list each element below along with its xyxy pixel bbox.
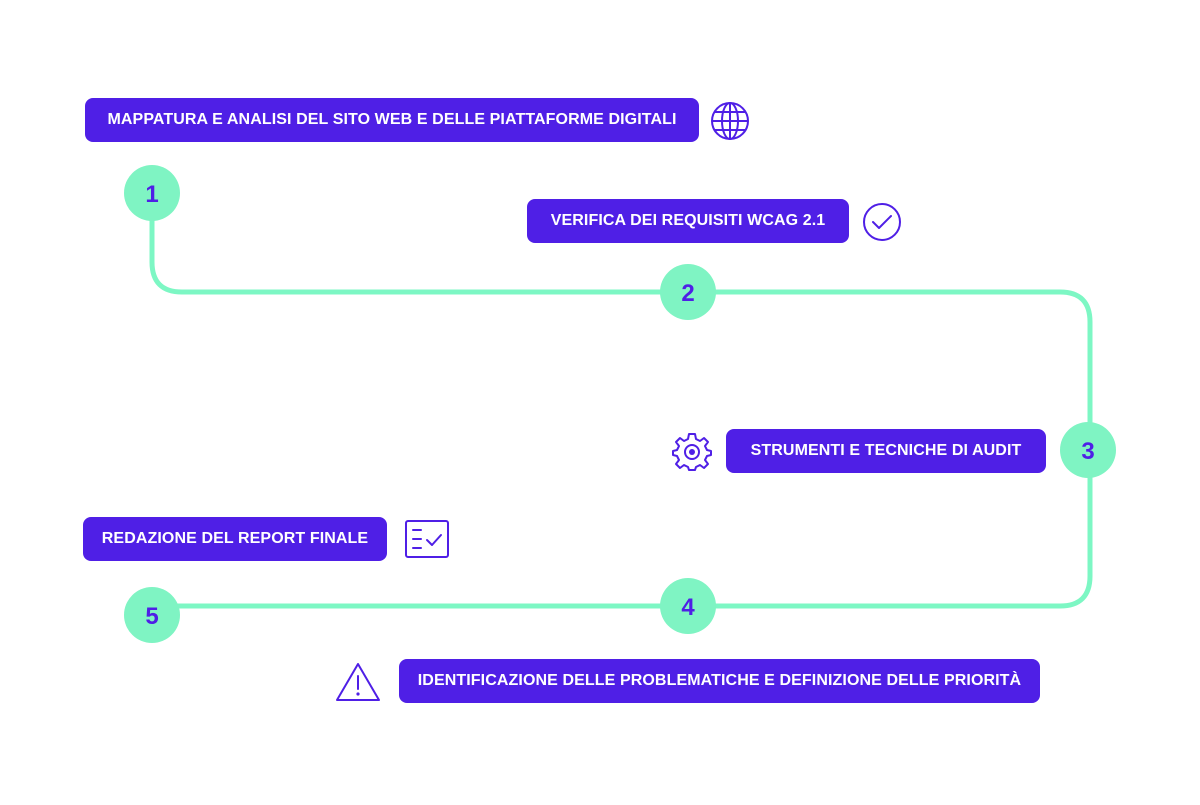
step-node-4: 4: [660, 578, 716, 634]
checklist-icon: [405, 520, 449, 558]
step-node-2-circle: [660, 264, 716, 320]
step-node-4-circle: [660, 578, 716, 634]
step-label-1: MAPPATURA E ANALISI DEL SITO WEB E DELLE…: [85, 98, 699, 142]
check-circle-icon: [863, 203, 901, 241]
step-number-5: 5: [145, 603, 158, 630]
step-label-3: STRUMENTI E TECNICHE DI AUDIT: [726, 429, 1046, 473]
step-node-3-circle: [1060, 422, 1116, 478]
step-node-5: 5: [124, 587, 180, 643]
warning-icon: [336, 663, 380, 701]
step-number-3: 3: [1081, 438, 1094, 465]
step-node-1-circle: [124, 165, 180, 221]
step-label-2: VERIFICA DEI REQUISITI WCAG 2.1: [527, 199, 849, 243]
step-number-1: 1: [145, 181, 158, 208]
step-node-3: 3: [1060, 422, 1116, 478]
step-node-2: 2: [660, 264, 716, 320]
step-node-5-circle: [124, 587, 180, 643]
step-number-2: 2: [681, 280, 694, 307]
step-node-1: 1: [124, 165, 180, 221]
step-number-4: 4: [681, 594, 695, 621]
process-path: [149, 190, 1093, 609]
gear-icon: [672, 433, 712, 471]
step-label-5: REDAZIONE DEL REPORT FINALE: [83, 517, 387, 561]
globe-icon: [711, 102, 749, 140]
step-label-4: IDENTIFICAZIONE DELLE PROBLEMATICHE E DE…: [399, 659, 1040, 703]
